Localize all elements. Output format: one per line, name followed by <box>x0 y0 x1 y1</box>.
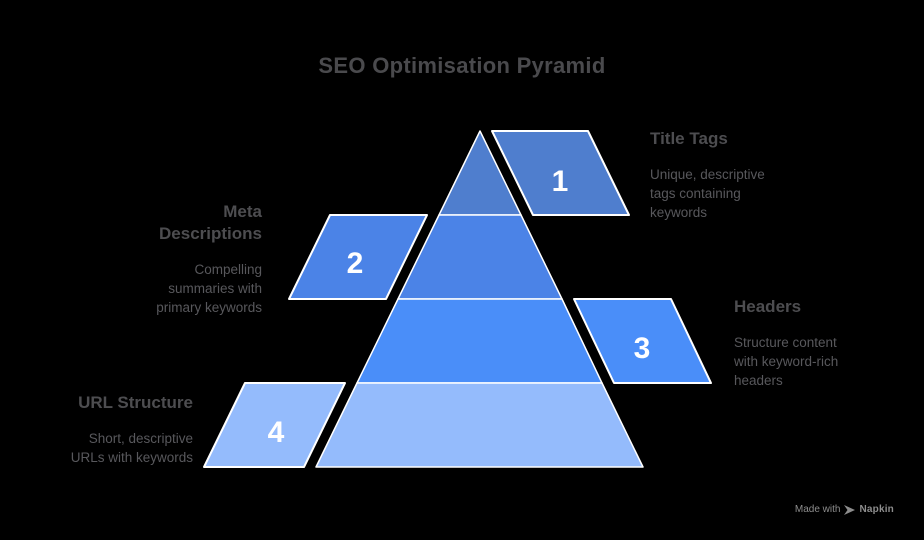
label-desc-headers: Structure content with keyword-rich head… <box>734 335 839 388</box>
level-number-1: 1 <box>552 165 569 198</box>
label-desc-title-tags: Unique, descriptive tags containing keyw… <box>650 167 765 220</box>
label-heading-url-structure: URL Structure <box>78 393 193 412</box>
label-block-url-structure: URL Structure Short, descriptive URLs wi… <box>18 392 193 467</box>
label-desc-meta-descriptions: Compelling summaries with primary keywor… <box>156 262 262 315</box>
level-tag-4 <box>203 382 346 468</box>
pyramid-level-2 <box>397 214 563 300</box>
level-tag-2 <box>288 214 428 300</box>
label-heading-headers: Headers <box>734 297 802 316</box>
label-block-meta-descriptions: Meta Descriptions Compelling summaries w… <box>87 201 262 317</box>
watermark-brand: Napkin <box>859 504 894 515</box>
level-number-3: 3 <box>634 332 651 365</box>
level-number-2: 2 <box>347 247 364 280</box>
label-block-headers: Headers Structure content with keyword-r… <box>734 296 909 390</box>
watermark-prefix: Made with <box>794 504 841 515</box>
page-title: SEO Optimisation Pyramid <box>318 53 606 78</box>
level-tag-1 <box>491 130 630 216</box>
level-tag-3 <box>573 298 712 384</box>
level-number-4: 4 <box>268 416 285 449</box>
pyramid-level-3 <box>356 298 603 384</box>
label-desc-url-structure: Short, descriptive URLs with keywords <box>70 431 193 465</box>
pyramid-level-4 <box>315 382 644 468</box>
made-with-napkin-watermark: Made with Napkin <box>795 504 894 516</box>
napkin-logo-icon <box>844 505 856 515</box>
label-heading-meta-descriptions: Meta Descriptions <box>159 202 262 243</box>
label-heading-title-tags: Title Tags <box>650 129 728 148</box>
label-block-title-tags: Title Tags Unique, descriptive tags cont… <box>650 128 825 222</box>
